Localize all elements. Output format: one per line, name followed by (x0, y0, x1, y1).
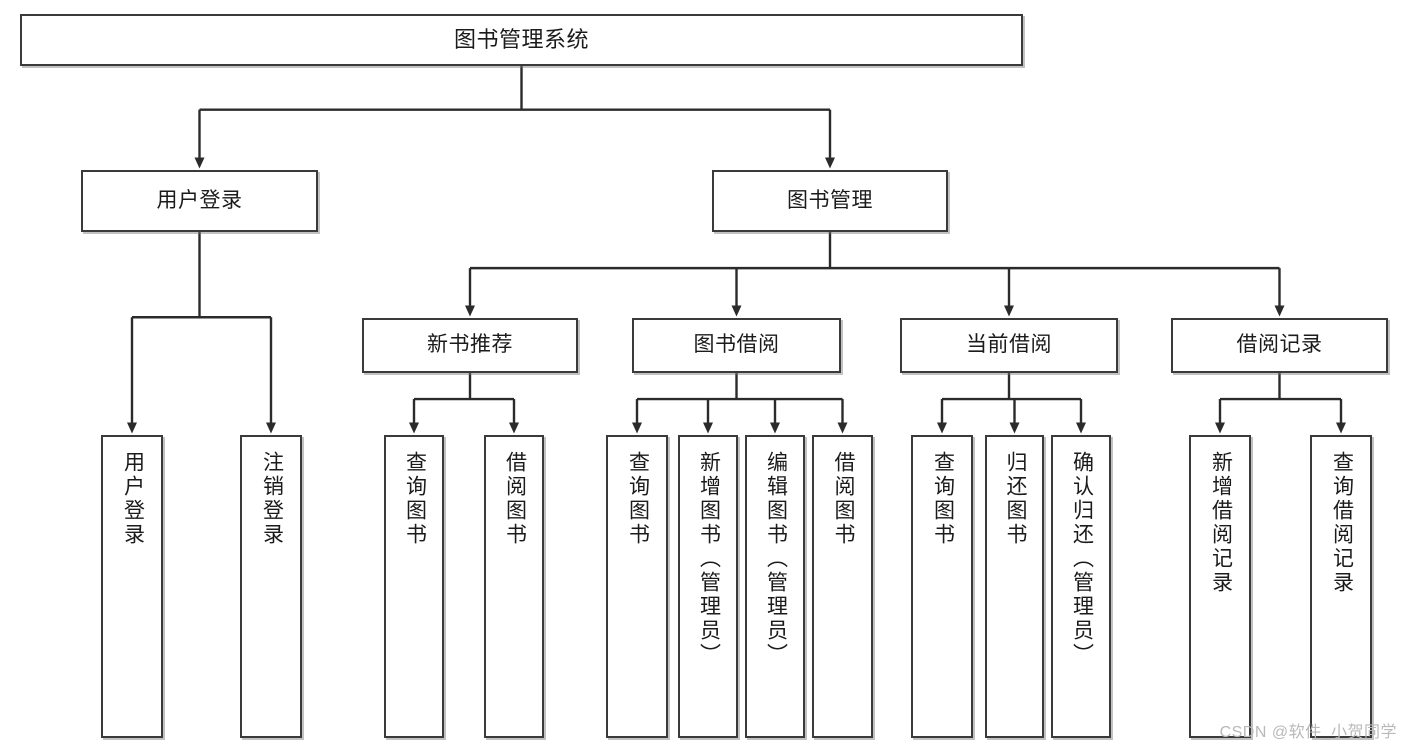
node-label: 图书管理 (787, 188, 873, 212)
node-label: 新增借阅记录 (1209, 451, 1233, 595)
node-label: 查询图书 (626, 451, 650, 547)
node-user-login[interactable]: 用户登录 (81, 170, 318, 232)
node-label: 用户登录 (156, 188, 243, 212)
node-label: 图书管理系统 (453, 27, 589, 53)
node-leaf-confirm-return[interactable]: 确认归还（管理员） (1051, 435, 1111, 738)
node-label: 查询借阅记录 (1330, 451, 1354, 595)
node-leaf-query-record[interactable]: 查询借阅记录 (1310, 435, 1372, 738)
node-label: 借阅图书 (503, 451, 527, 547)
node-label: 注销登录 (260, 451, 284, 547)
node-label: 当前借阅 (966, 333, 1052, 357)
node-leaf-user-login[interactable]: 用户登录 (101, 435, 163, 738)
node-leaf-edit-book[interactable]: 编辑图书（管理员） (745, 435, 805, 738)
node-book-manage[interactable]: 图书管理 (712, 170, 948, 232)
node-label: 查询图书 (931, 451, 955, 547)
node-label: 确认归还（管理员） (1070, 451, 1094, 667)
node-label: 新书推荐 (427, 333, 513, 357)
node-new-book-rec[interactable]: 新书推荐 (362, 318, 578, 373)
node-leaf-borrow-book-1[interactable]: 借阅图书 (484, 435, 544, 738)
node-book-borrow[interactable]: 图书借阅 (632, 318, 841, 373)
node-label: 查询图书 (403, 451, 427, 547)
node-root[interactable]: 图书管理系统 (20, 14, 1023, 66)
node-label: 借阅图书 (831, 451, 855, 547)
node-label: 借阅记录 (1236, 333, 1323, 357)
node-label: 图书借阅 (693, 333, 780, 357)
node-leaf-query-book-3[interactable]: 查询图书 (911, 435, 973, 738)
node-borrow-record[interactable]: 借阅记录 (1171, 318, 1388, 373)
node-label: 新增图书（管理员） (697, 451, 721, 667)
node-leaf-query-book-1[interactable]: 查询图书 (384, 435, 444, 738)
node-current-borrow[interactable]: 当前借阅 (900, 318, 1118, 373)
node-leaf-logout-login[interactable]: 注销登录 (240, 435, 302, 738)
node-label: 用户登录 (121, 451, 145, 547)
node-leaf-borrow-book-2[interactable]: 借阅图书 (812, 435, 873, 738)
node-leaf-add-book[interactable]: 新增图书（管理员） (678, 435, 738, 738)
node-leaf-query-book-2[interactable]: 查询图书 (606, 435, 668, 738)
node-label: 编辑图书（管理员） (764, 451, 788, 667)
node-leaf-return-book[interactable]: 归还图书 (985, 435, 1044, 738)
node-label: 归还图书 (1003, 451, 1027, 547)
node-leaf-add-record[interactable]: 新增借阅记录 (1189, 435, 1251, 738)
watermark: CSDN @软件_小贺同学 (1219, 724, 1397, 741)
